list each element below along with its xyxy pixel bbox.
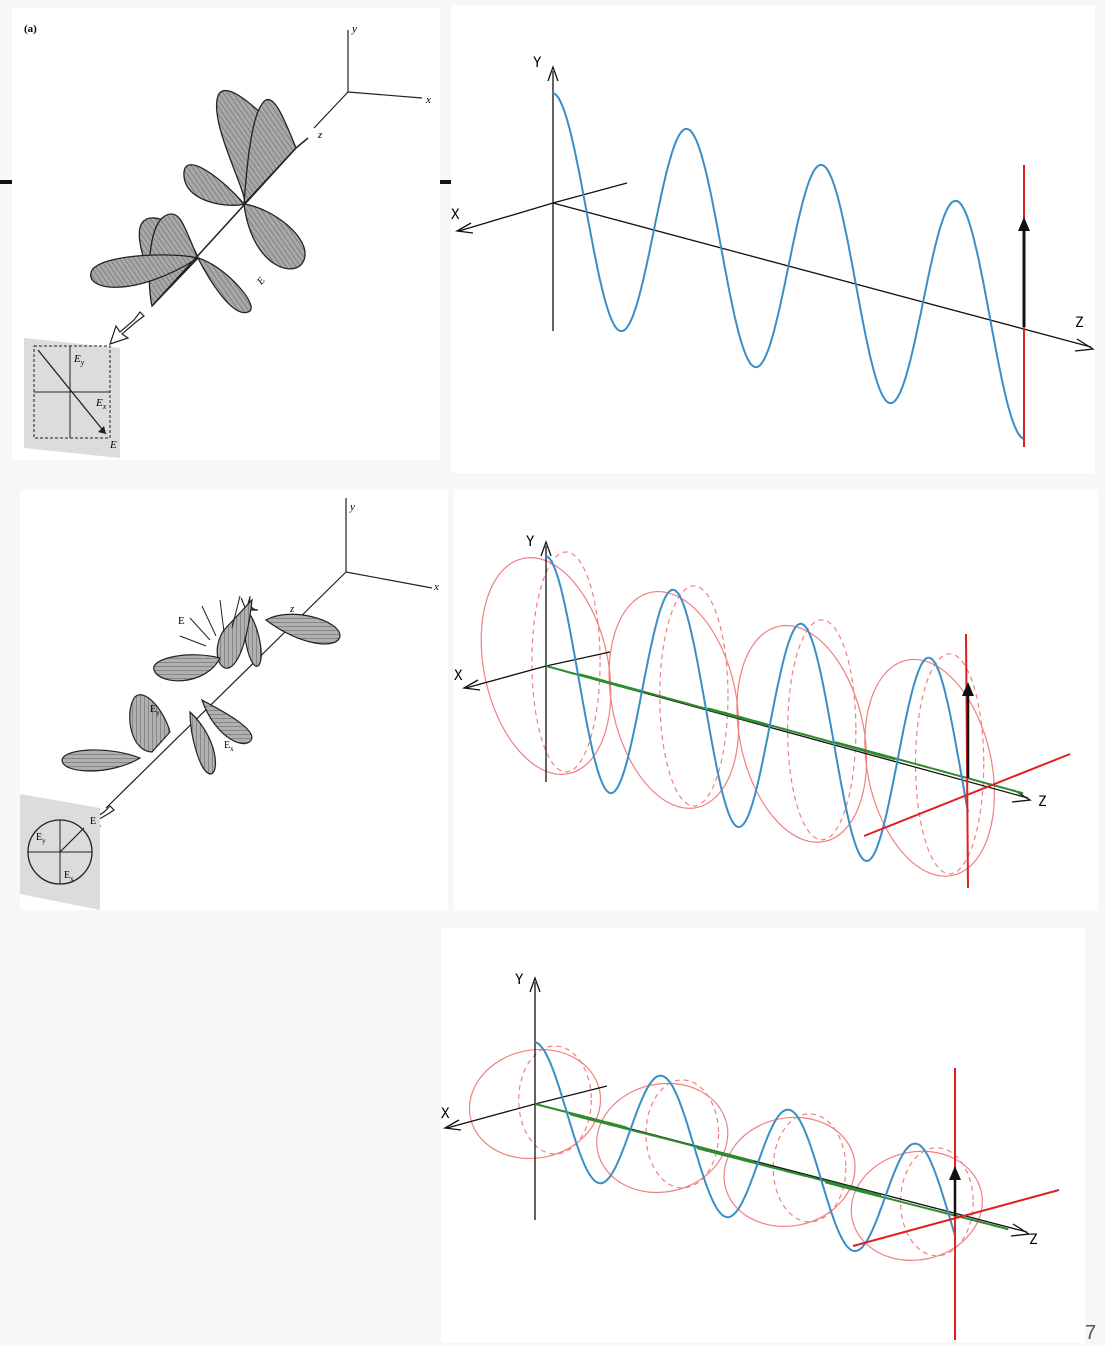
linear-polarization-sketch: (a) y x z E Ey Ex E [12,8,440,460]
wave-lobes [90,90,306,314]
label-x: X [454,668,463,684]
circular-polarization-plot: Y X Z [454,490,1098,910]
inset-e-label: E [90,816,96,827]
envelope-ring [596,1082,729,1194]
wave-e-label: E [255,275,268,288]
envelope-ring-dashed [914,653,985,875]
envelope-ring-dashed [659,585,729,807]
circular-polarization-sketch: y x z E Ey Ex Ey Ex E [20,490,448,910]
header-rule-left [0,180,14,184]
wave-ex-label: Ex [224,740,234,753]
label-x: X [441,1106,450,1122]
envelope-ring-dashed [645,1079,720,1189]
envelope-ring-dashed [518,1045,592,1155]
inset-field-diagram [24,338,120,458]
axis-triad [105,498,433,809]
axes [442,976,1031,1237]
axis-y-label: y [349,501,355,513]
axes [454,65,1095,352]
label-x: X [451,207,460,223]
propagation-axis [151,137,309,307]
label-y: Y [515,972,524,988]
y-field-wave [545,555,969,863]
envelope-ring [736,624,868,843]
label-y: Y [526,534,535,550]
field-vector-head [962,682,974,696]
y-field-wave [534,1041,956,1253]
envelope-ring-dashed [787,619,857,841]
marker-horizontal [852,1189,1060,1247]
field-vectors [179,595,241,647]
envelope-ring [864,658,996,877]
label-y: Y [533,55,542,71]
linear-polarization-plot: Y X Z [451,5,1095,473]
wave-ey-label: Ey [150,704,160,717]
axis-z-label: z [317,129,323,141]
axes [461,540,1032,803]
axis-y-label: y [351,23,357,35]
envelope-ring [608,590,740,809]
axis-triad [313,30,423,129]
inset-ey-label: Ey [73,353,85,367]
field-vector-head [949,1166,961,1180]
elliptical-polarization-plot: Y X Z [441,928,1085,1343]
axis-z-label: z [289,603,295,615]
inset-ex-label: Ex [95,397,107,411]
label-z: Z [1038,794,1046,810]
envelope-ring [850,1150,983,1261]
axis-x-label: x [433,581,439,593]
inset-e-label: E [109,439,117,451]
axis-x-label: x [425,94,431,106]
envelope-ring [723,1116,856,1228]
label-z: Z [1029,1232,1037,1248]
marker-horizontal [863,753,1071,837]
y-field-wave [552,92,1025,440]
envelope-ring [468,1048,602,1160]
page-number: 7 [1085,1322,1097,1344]
x-field-wave [534,1103,1009,1231]
propagation-arrow-icon [109,311,145,345]
label-z: Z [1075,315,1083,331]
panel-tag: (a) [24,23,37,35]
field-vector-head [1018,217,1030,231]
envelope-ring-dashed [531,551,601,773]
inset-field-diagram [20,794,100,910]
wave-lobes [61,596,341,775]
envelope-ring-dashed [772,1113,847,1223]
inset-ex-label: Ex [64,870,74,883]
header-rule-right [440,180,452,184]
label-e-top: E [178,615,185,627]
x-field-wave [545,665,1024,795]
inset-ey-label: Ey [36,832,46,845]
